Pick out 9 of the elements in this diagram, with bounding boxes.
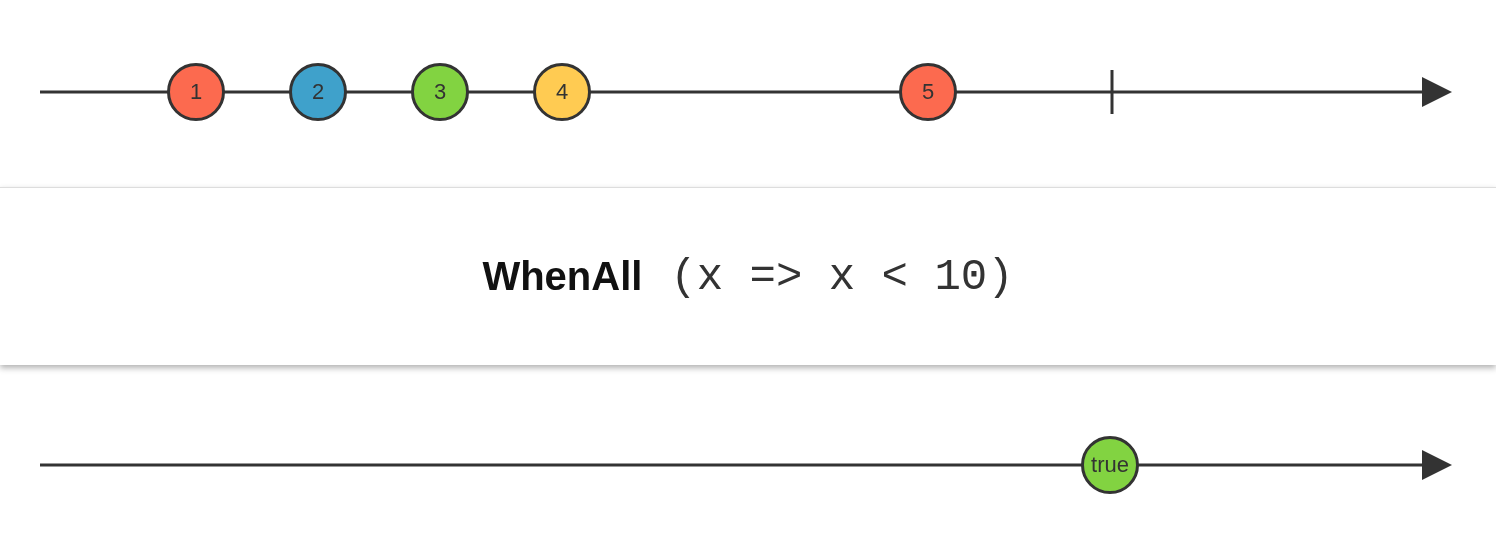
marble: 3 <box>411 63 469 121</box>
operator-name: WhenAll <box>482 254 643 299</box>
operator-box <box>0 187 1496 365</box>
marble: 5 <box>899 63 957 121</box>
marble: true <box>1081 436 1139 494</box>
marble: 1 <box>167 63 225 121</box>
marble: 2 <box>289 63 347 121</box>
marble: 4 <box>533 63 591 121</box>
predicate-code: (x => x < 10) <box>670 251 1014 302</box>
